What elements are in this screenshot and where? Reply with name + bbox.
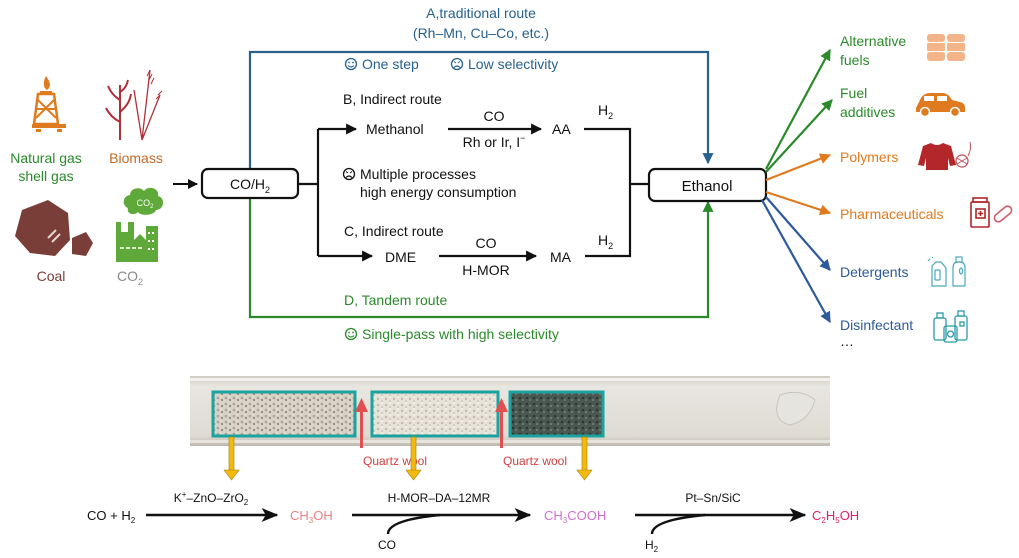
route-b-methanol: Methanol: [366, 121, 424, 137]
yellow-arrow-3: [576, 436, 593, 481]
arrow-to-detergents: [765, 196, 831, 271]
app-more-ellipsis: …: [840, 333, 854, 349]
co-feed-curve: [386, 513, 441, 535]
route-d-title: D, Tandem route: [344, 292, 447, 308]
route-a-catalysts: (Rh–Mn, Cu–Co, etc.): [413, 25, 549, 41]
route-a-pro: One step: [362, 56, 419, 72]
biomass-label: Biomass: [109, 150, 163, 166]
route-c-h2: H2: [598, 232, 613, 251]
disinfectant-bottles-icon: [933, 310, 968, 343]
catalyst-bed-2: [370, 390, 500, 438]
shell-gas-label: shell gas: [18, 168, 73, 184]
route-b-product: AA: [552, 121, 571, 137]
h2-feed-label: H2: [645, 538, 659, 554]
arrow-to-pharmaceuticals: [765, 190, 832, 216]
app-polymers: Polymers: [840, 149, 898, 165]
medicine-bottle-pill-icon: [970, 197, 1013, 228]
route-a-line: [248, 50, 714, 170]
app-alternative-fuels-line2: fuels: [840, 52, 870, 68]
app-fuel-additives-line1: Fuel: [840, 85, 867, 101]
route-c-reagent-below: H-MOR: [462, 262, 509, 278]
coal-icon: [15, 200, 93, 256]
route-a-con: Low selectivity: [468, 56, 558, 72]
natural-gas-rig-icon: [32, 76, 66, 132]
route-b-h2: H2: [598, 102, 613, 121]
coal-label: Coal: [37, 268, 66, 284]
route-b-reagent-below: Rh or Ir, I−: [463, 133, 526, 150]
app-pharmaceuticals: Pharmaceuticals: [840, 206, 944, 222]
reactant-co-h2: CO + H2: [87, 508, 136, 525]
catalyst-2-label: H-MOR–DA–12MR: [388, 491, 491, 505]
route-a-title: A,traditional route: [426, 5, 536, 21]
car-icon: [916, 93, 965, 118]
arrow-to-fuel-additives: [765, 99, 833, 173]
route-b-reagent-above: CO: [484, 108, 505, 124]
quartz-wool-arrow-1: [355, 398, 368, 448]
route-b-con-line1: Multiple processes: [360, 166, 476, 182]
route-c-dme: DME: [385, 249, 416, 265]
ethanol-product: C2H5OH: [812, 508, 859, 525]
quartz-wool-arrow-2: [495, 398, 508, 448]
yellow-arrow-2: [405, 436, 422, 481]
quartz-wool-label-1: Quartz wool: [363, 454, 427, 468]
yellow-arrow-1: [223, 436, 240, 481]
syngas-label: CO/H2: [230, 176, 270, 195]
ethanol-label: Ethanol: [682, 178, 733, 195]
arrow-to-polymers: [765, 153, 832, 182]
app-disinfectant: Disinfectant: [840, 317, 913, 333]
arrow-to-alternative-fuels: [765, 49, 831, 170]
co2-label: CO2: [117, 268, 143, 287]
catalyst-bed-3: [508, 390, 605, 438]
h2-feed-curve: [650, 513, 706, 535]
route-c-reagent-above: CO: [476, 235, 497, 251]
frown-icon: [342, 167, 356, 181]
app-detergents: Detergents: [840, 264, 908, 280]
catalyst-3-label: Pt–Sn/SiC: [685, 491, 741, 505]
route-bc-merge: [584, 127, 632, 258]
natural-gas-label: Natural gas: [10, 150, 82, 166]
co2-factory-icon: CO2: [116, 187, 164, 262]
app-alternative-fuels-line1: Alternative: [840, 33, 906, 49]
fuel-barrels-icon: [927, 34, 965, 61]
app-fuel-additives-line2: additives: [840, 104, 895, 120]
quartz-wool-label-2: Quartz wool: [503, 454, 567, 468]
smile-icon: [344, 327, 358, 341]
route-b-title: B, Indirect route: [343, 91, 442, 107]
co-feed-label: CO: [378, 538, 396, 552]
biomass-plants-icon: [105, 69, 163, 141]
route-c-title: C, Indirect route: [344, 223, 444, 239]
route-c-product: MA: [550, 249, 572, 265]
frown-icon: [450, 57, 464, 71]
co2-cloud-label: CO2: [137, 198, 155, 210]
catalyst-bed-1: [211, 390, 357, 438]
acetic-acid-product: CH3COOH: [544, 508, 606, 525]
smile-icon: [344, 57, 358, 71]
detergent-bottles-icon: [927, 256, 966, 287]
sweater-yarn-icon: [918, 141, 972, 170]
route-d-line: [248, 198, 714, 319]
arrow-to-disinfectant: [761, 199, 831, 323]
catalyst-1-label: K+–ZnO–ZrO2: [174, 490, 249, 507]
route-d-pro: Single-pass with high selectivity: [362, 326, 559, 342]
methanol-product: CH3OH: [290, 508, 333, 525]
route-b-con-line2: high energy consumption: [360, 184, 516, 200]
